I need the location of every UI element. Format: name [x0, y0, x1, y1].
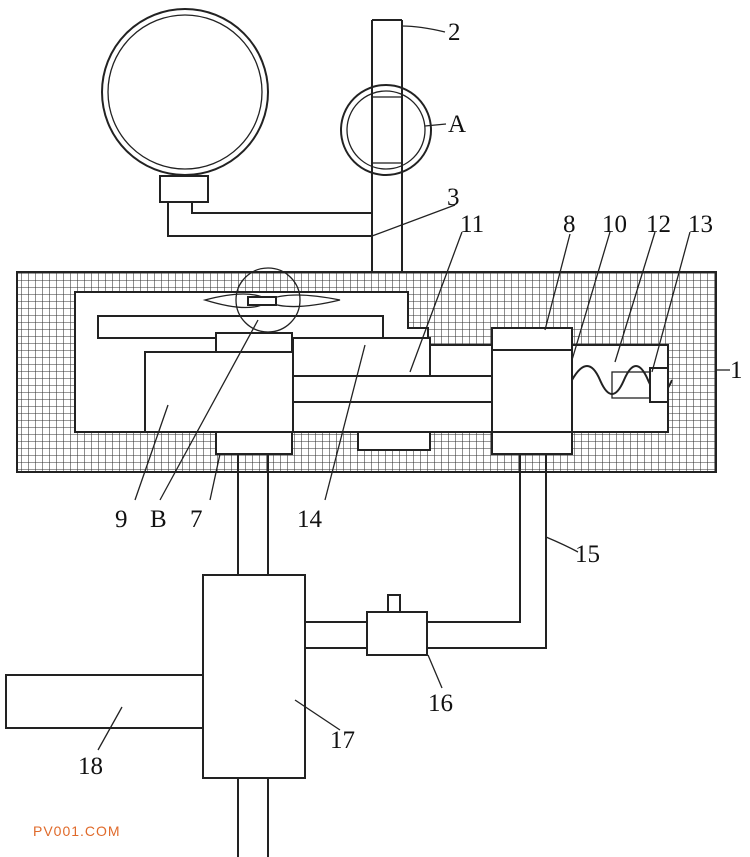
label-2: 2	[448, 19, 461, 46]
label-8: 8	[563, 211, 576, 238]
label-1: 1	[730, 357, 743, 384]
internal-parts	[97, 267, 673, 455]
label-3: 3	[447, 184, 460, 211]
label-11: 11	[460, 211, 484, 238]
label-18: 18	[78, 753, 103, 780]
label-9: 9	[115, 506, 128, 533]
gauge-tube	[167, 202, 372, 237]
leader-lines	[97, 25, 730, 751]
label-14: 14	[297, 506, 323, 533]
label-17: 17	[330, 727, 355, 754]
label-12: 12	[646, 211, 671, 238]
label-15: 15	[575, 541, 600, 568]
label-10: 10	[602, 211, 627, 238]
label-a: A	[448, 111, 466, 138]
pressure-gauge	[101, 8, 269, 203]
lower-pipes	[5, 454, 547, 857]
watermark: PV001.COM	[33, 823, 121, 839]
label-7: 7	[190, 506, 203, 533]
label-13: 13	[688, 211, 713, 238]
part-labels: 2 A 3 11 8 10 12 13 1 9 B 7 14 15 16 17 …	[78, 19, 743, 780]
label-16: 16	[428, 690, 453, 717]
label-b: B	[150, 506, 167, 533]
detail-circle-a	[340, 84, 432, 176]
